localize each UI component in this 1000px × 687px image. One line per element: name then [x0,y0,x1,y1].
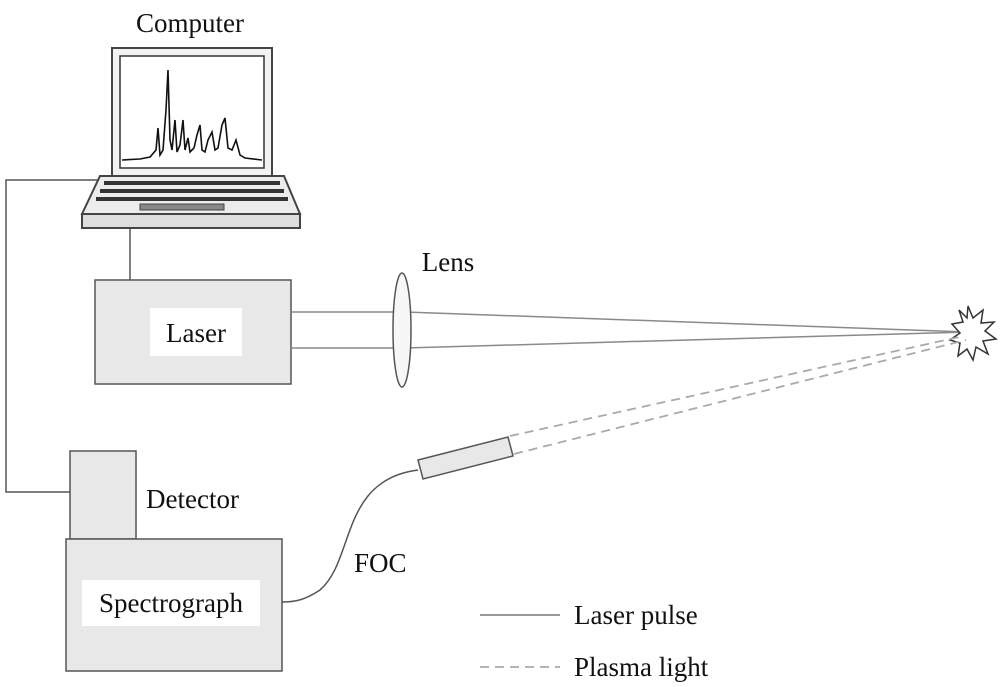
spectrograph-label-bg [82,580,260,626]
fiber-optic-cable [281,469,419,603]
computer-icon [80,47,302,229]
detector-box [69,450,137,540]
computer-label: Computer [136,8,244,38]
legend: Laser pulse Plasma light [480,600,709,682]
spectrum-trace [121,69,263,161]
foc-label: FOC [354,548,407,578]
legend-plasma-light-label: Plasma light [574,652,709,682]
laser-label-bg [150,308,242,356]
lens-label: Lens [422,247,474,277]
spectrograph-label: Spectrograph [99,588,243,618]
plasma-light-path [509,335,967,455]
laser-beam [291,311,969,349]
legend-laser-pulse-label: Laser pulse [574,600,698,630]
fiber-collector [417,436,514,480]
detector-label: Detector [146,484,239,514]
laser-label: Laser [166,318,226,348]
control-cable [5,179,100,493]
plasma-spark-icon [948,305,998,363]
lens-icon [392,272,412,388]
